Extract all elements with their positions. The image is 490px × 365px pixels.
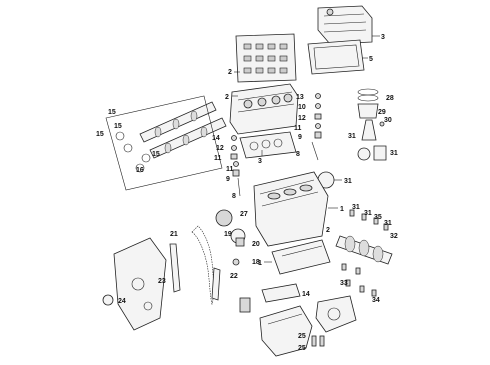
callout-1-block: 1 xyxy=(340,206,344,213)
callout-2-head: 2 xyxy=(225,94,229,101)
callout-19: 21 xyxy=(170,231,178,238)
callout-21: 23 xyxy=(158,278,166,285)
chain-guide xyxy=(211,267,221,301)
cam-seals xyxy=(115,131,151,173)
callout-28: 31 xyxy=(348,133,356,140)
callout-3: 3 xyxy=(258,158,262,165)
callout-11-right: 12 xyxy=(298,115,306,122)
callout-15a: 15 xyxy=(114,123,122,130)
valve-parts-right xyxy=(311,93,322,161)
camshafts xyxy=(139,101,227,159)
callout-18: 20 xyxy=(252,241,260,248)
callout-1-lower: 1 xyxy=(258,260,262,267)
oil-pump xyxy=(315,295,357,333)
callout-14: 15 xyxy=(108,109,116,116)
bottom-bolts xyxy=(311,335,325,347)
callout-12-left: 14 xyxy=(212,135,220,142)
callout-16: 18 xyxy=(252,259,260,266)
cam-cap-set xyxy=(235,33,297,83)
callout-31d: 32 xyxy=(390,233,398,240)
callout-31e: 33 xyxy=(340,280,348,287)
callout-25: 28 xyxy=(386,95,394,102)
rod-bearing xyxy=(357,145,387,161)
callout-9-right: 10 xyxy=(298,104,306,111)
callout-31b: 31 xyxy=(364,210,372,217)
callout-24: 27 xyxy=(240,211,248,218)
callout-20: 22 xyxy=(230,273,238,280)
oil-filter xyxy=(239,297,251,313)
callout-33: 2 xyxy=(326,227,330,234)
connecting-rod xyxy=(361,119,385,141)
callout-27: 30 xyxy=(384,117,392,124)
valve-cover xyxy=(317,5,373,45)
callout-17: 19 xyxy=(224,231,232,238)
callout-10: 11 xyxy=(294,125,302,132)
crankshaft xyxy=(335,235,393,265)
cylinder-head xyxy=(229,83,299,135)
callout-26: 29 xyxy=(378,109,386,116)
tensioner-bolt xyxy=(232,258,240,266)
callout-2-top: 2 xyxy=(228,69,232,76)
callout-23b: 25 xyxy=(298,345,306,352)
callout-15b: 15 xyxy=(96,131,104,138)
timing-cover xyxy=(113,237,167,331)
valve-cover-gasket xyxy=(307,39,365,75)
callout-15c: 15 xyxy=(152,151,160,158)
callout-13: 14 xyxy=(302,291,310,298)
oil-pan xyxy=(259,305,313,357)
callout-29: 31 xyxy=(390,150,398,157)
lower-block xyxy=(271,239,331,275)
callout-8-right: 9 xyxy=(298,134,302,141)
head-gasket xyxy=(239,131,297,159)
callout-8-left: 9 xyxy=(226,176,230,183)
valve-parts-left xyxy=(230,135,241,197)
engine-block xyxy=(253,171,329,247)
callout-12-right: 13 xyxy=(296,94,304,101)
front-seal xyxy=(102,294,114,306)
callout-32: 35 xyxy=(374,214,382,221)
callout-10-left: 11 xyxy=(214,155,222,162)
camshaft-frame xyxy=(105,95,223,191)
callout-5: 5 xyxy=(369,56,373,63)
main-bolts-bottom xyxy=(341,263,377,297)
pulleys xyxy=(215,209,246,247)
callout-31a: 31 xyxy=(352,204,360,211)
callout-22: 24 xyxy=(118,298,126,305)
callout-31f: 34 xyxy=(372,297,380,304)
chain-guide-left xyxy=(169,243,181,293)
callout-31c: 31 xyxy=(384,220,392,227)
piston-rings xyxy=(357,88,379,119)
callout-4: 3 xyxy=(381,34,385,41)
callout-6: 8 xyxy=(232,193,236,200)
callout-11-left: 12 xyxy=(216,145,224,152)
callout-7: 8 xyxy=(296,151,300,158)
timing-chain xyxy=(191,225,214,306)
callout-30: 31 xyxy=(344,178,352,185)
callout-9-left: 11 xyxy=(226,166,234,173)
main-bolts-top xyxy=(349,209,389,231)
oil-pickup xyxy=(261,283,301,303)
callout-23a: 25 xyxy=(298,333,306,340)
callout-15d: 16 xyxy=(136,167,144,174)
